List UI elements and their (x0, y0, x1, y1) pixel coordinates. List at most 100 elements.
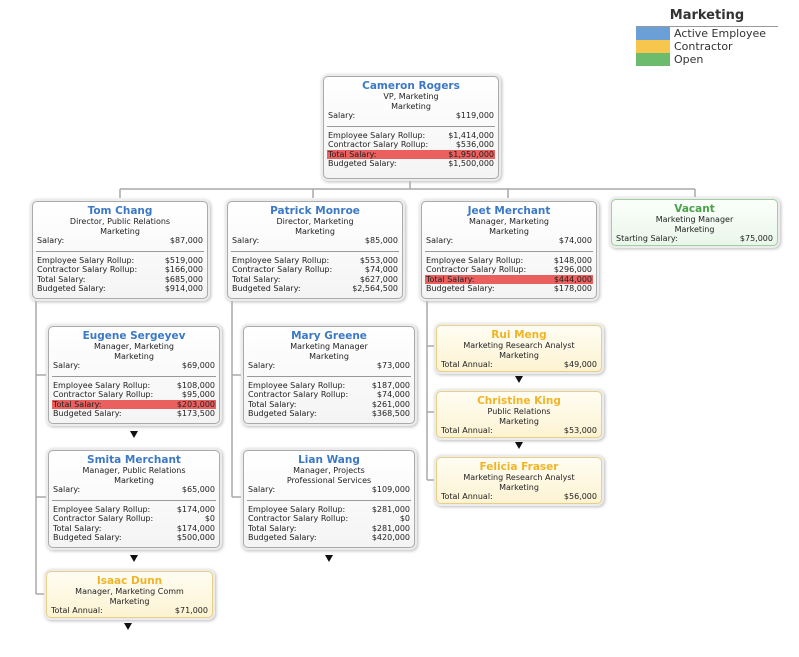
org-node-smita-merchant[interactable]: Smita Merchant Manager, Public Relations… (48, 450, 220, 548)
salary-label: Salary: (37, 236, 65, 245)
contractor-rollup-value: $74,000 (376, 390, 410, 399)
org-node-tom-chang[interactable]: Tom Chang Director, Public Relations Mar… (32, 201, 208, 299)
expand-arrow-icon[interactable] (325, 555, 333, 562)
budgeted-salary-label: Budgeted Salary: (328, 159, 397, 168)
expand-arrow-icon[interactable] (130, 555, 138, 562)
budgeted-salary-value: $500,000 (176, 533, 215, 542)
org-node-eugene-sergeyev[interactable]: Eugene Sergeyev Manager, Marketing Marke… (48, 326, 220, 424)
employee-rollup-value: $519,000 (164, 255, 203, 265)
expand-arrow-icon[interactable] (515, 442, 523, 449)
budgeted-salary-value: $368,500 (371, 409, 410, 418)
legend-swatch (636, 53, 670, 66)
org-node-jeet-merchant[interactable]: Jeet Merchant Manager, Marketing Marketi… (421, 201, 597, 299)
node-name: Eugene Sergeyev (82, 330, 186, 342)
org-node-rui-meng[interactable]: Rui Meng Marketing Research Analyst Mark… (436, 325, 602, 372)
node-dept: Marketing (295, 226, 335, 236)
total-annual-label: Total Annual: (51, 606, 103, 615)
node-dept: Marketing (100, 226, 140, 236)
org-node-isaac-dunn[interactable]: Isaac Dunn Manager, Marketing Comm Marke… (46, 571, 213, 618)
salary-label: Salary: (53, 361, 81, 370)
node-title: Marketing Manager (655, 215, 734, 224)
employee-rollup-value: $281,000 (371, 504, 410, 514)
budgeted-salary-value: $914,000 (164, 284, 203, 293)
legend-item-contractor: Contractor (636, 40, 778, 53)
employee-rollup-label: Employee Salary Rollup: (328, 130, 426, 140)
employee-rollup-row: Employee Salary Rollup:$174,000 (52, 505, 216, 515)
employee-rollup-row: Employee Salary Rollup:$553,000 (231, 256, 399, 266)
budgeted-salary-label: Budgeted Salary: (37, 284, 106, 293)
contractor-rollup-label: Contractor Salary Rollup: (248, 390, 349, 399)
node-dept: Marketing (309, 351, 349, 361)
node-dept: Marketing (114, 351, 154, 361)
total-salary-label: Total Salary: (328, 149, 377, 159)
total-salary-label: Total Salary: (37, 274, 86, 284)
node-dept: Marketing (109, 596, 150, 606)
org-node-vacant[interactable]: Vacant Marketing Manager Marketing Start… (611, 199, 778, 246)
node-dept: Professional Services (286, 475, 372, 485)
employee-rollup-row: Employee Salary Rollup:$187,000 (247, 381, 411, 391)
divider (231, 250, 399, 252)
node-title: Director, Public Relations (69, 217, 171, 226)
legend-label: Active Employee (674, 27, 767, 40)
employee-rollup-row: Employee Salary Rollup:$1,414,000 (327, 131, 495, 141)
employee-rollup-label: Employee Salary Rollup: (248, 504, 346, 514)
total-salary-row: Total Salary:$203,000 (52, 399, 216, 409)
node-dept: Marketing (499, 350, 539, 360)
node-name: Felicia Fraser (479, 461, 559, 473)
org-node-mary-greene[interactable]: Mary Greene Marketing Manager Marketing … (243, 326, 415, 424)
budgeted-salary-row: Budgeted Salary:$420,000 (247, 533, 411, 543)
node-name: Smita Merchant (87, 454, 181, 466)
node-title: VP, Marketing (383, 92, 439, 101)
node-dept: Marketing (674, 224, 715, 234)
employee-rollup-value: $108,000 (176, 380, 215, 390)
contractor-rollup-label: Contractor Salary Rollup: (232, 265, 333, 274)
total-salary-label: Total Salary: (248, 523, 297, 533)
budgeted-salary-value: $1,500,000 (448, 159, 494, 168)
employee-rollup-label: Employee Salary Rollup: (53, 504, 151, 514)
budgeted-salary-label: Budgeted Salary: (248, 409, 317, 418)
budgeted-salary-row: Budgeted Salary:$173,500 (52, 409, 216, 419)
node-title: Manager, Public Relations (82, 466, 186, 475)
org-node-patrick-monroe[interactable]: Patrick Monroe Director, Marketing Marke… (227, 201, 403, 299)
node-dept: Marketing (499, 482, 539, 492)
starting-salary-label: Starting Salary: (616, 234, 678, 243)
contractor-rollup-label: Contractor Salary Rollup: (53, 390, 154, 399)
budgeted-salary-value: $178,000 (553, 284, 592, 293)
node-title: Manager, Marketing (93, 342, 175, 351)
employee-rollup-row: Employee Salary Rollup:$519,000 (36, 256, 204, 266)
expand-arrow-icon[interactable] (124, 623, 132, 630)
salary-row: Salary:$119,000 (327, 111, 495, 121)
salary-label: Salary: (248, 361, 276, 370)
employee-rollup-value: $553,000 (359, 255, 398, 265)
budgeted-salary-row: Budgeted Salary:$2,564,500 (231, 284, 399, 294)
total-salary-row: Total Salary:$281,000 (247, 524, 411, 534)
contractor-rollup-label: Contractor Salary Rollup: (426, 265, 527, 274)
org-node-cameron-rogers[interactable]: Cameron Rogers VP, Marketing Marketing S… (323, 76, 499, 179)
org-node-lian-wang[interactable]: Lian Wang Manager, Projects Professional… (243, 450, 415, 548)
node-title: Public Relations (487, 407, 551, 416)
node-dept: Marketing (499, 416, 539, 426)
legend: Marketing Active Employee Contractor Ope… (636, 8, 778, 66)
employee-rollup-value: $148,000 (553, 255, 592, 265)
org-node-felicia-fraser[interactable]: Felicia Fraser Marketing Research Analys… (436, 457, 602, 504)
legend-label: Open (674, 53, 704, 66)
divider (52, 375, 216, 377)
salary-value: $65,000 (181, 485, 215, 494)
contractor-rollup-row: Contractor Salary Rollup: $95,000 (52, 390, 216, 400)
total-salary-label: Total Salary: (232, 274, 281, 284)
legend-item-active-employee: Active Employee (636, 27, 778, 40)
salary-value: $109,000 (371, 485, 410, 494)
contractor-rollup-row: Contractor Salary Rollup:$536,000 (327, 140, 495, 150)
salary-row: Salary:$87,000 (36, 236, 204, 246)
legend-title: Marketing (636, 8, 778, 27)
contractor-rollup-label: Contractor Salary Rollup: (328, 140, 429, 149)
legend-item-open: Open (636, 53, 778, 66)
org-node-christine-king[interactable]: Christine King Public Relations Marketin… (436, 391, 602, 438)
contractor-rollup-row: Contractor Salary Rollup:$0 (247, 514, 411, 524)
contractor-rollup-value: $95,000 (181, 390, 215, 399)
salary-value: $73,000 (376, 361, 410, 370)
expand-arrow-icon[interactable] (515, 376, 523, 383)
total-salary-row: Total Salary:$627,000 (231, 275, 399, 285)
expand-arrow-icon[interactable] (130, 431, 138, 438)
contractor-rollup-value: $0 (204, 514, 215, 523)
